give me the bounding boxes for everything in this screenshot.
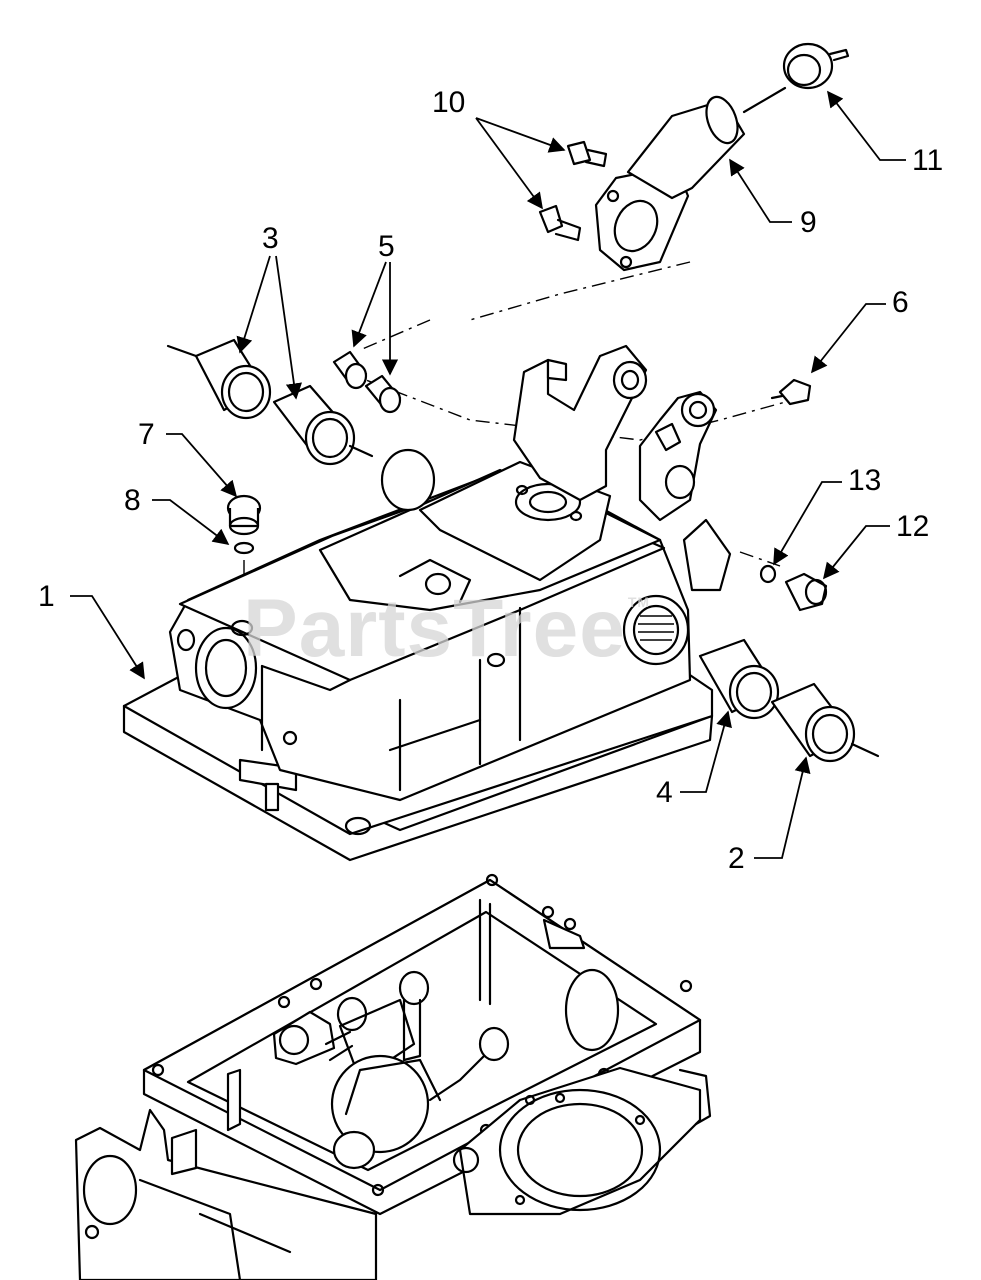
watermark-text: PartsTree xyxy=(243,583,626,674)
part-3-bushings xyxy=(166,338,374,466)
callout-7: 7 xyxy=(138,418,155,451)
callout-12: 12 xyxy=(896,510,930,543)
callout-1: 1 xyxy=(38,580,55,613)
callout-10: 10 xyxy=(432,86,466,119)
callout-6: 6 xyxy=(892,286,909,319)
callout-3: 3 xyxy=(262,222,279,255)
callout-leaders xyxy=(70,90,906,859)
callout-8: 8 xyxy=(124,484,141,517)
part-7-plug xyxy=(226,494,262,536)
part-1-lift-housing xyxy=(122,344,732,862)
part-4-bushing xyxy=(698,638,780,720)
callout-5: 5 xyxy=(378,230,395,263)
part-10-bolts xyxy=(538,140,608,242)
callout-2: 2 xyxy=(728,842,745,875)
part-13-washer xyxy=(759,564,777,584)
callout-13: 13 xyxy=(848,464,882,497)
part-12-plug xyxy=(784,572,828,612)
watermark-trademark: TM xyxy=(627,594,651,610)
part-2-bushing xyxy=(770,682,880,763)
part-5-small-bushings xyxy=(332,350,402,414)
transmission-case xyxy=(74,873,712,1280)
part-11-plug xyxy=(782,42,850,90)
part-6-grease-fitting xyxy=(770,378,812,406)
part-8-washer xyxy=(233,541,255,555)
callout-9: 9 xyxy=(800,206,817,239)
callout-11: 11 xyxy=(912,144,944,177)
callout-4: 4 xyxy=(656,776,673,809)
part-9-elbow-pipe xyxy=(594,86,787,272)
